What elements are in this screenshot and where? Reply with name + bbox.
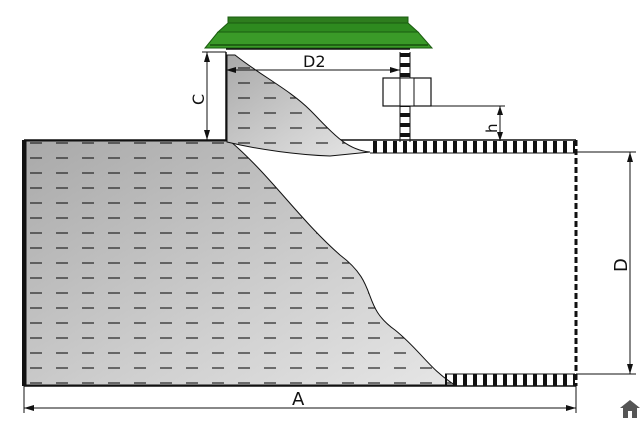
dim-d-arrow-top (627, 152, 633, 162)
roof-body (216, 22, 420, 33)
dimension-c: C (189, 51, 226, 141)
dim-a-arrow-left (24, 405, 34, 411)
dim-h-arrow-top (497, 106, 503, 115)
dim-d2-arrow-left (226, 67, 236, 73)
dim-c-arrow-top (204, 52, 210, 62)
dim-a-label: A (292, 389, 305, 410)
main-pipe (22, 139, 578, 387)
dim-d-label: D (611, 258, 632, 272)
dim-d2-arrow-right (390, 67, 400, 73)
main-pipe-bottom-ribs (445, 374, 575, 386)
dim-d2-label: D2 (303, 52, 326, 71)
branch-fill-dashes (227, 55, 370, 156)
dim-h-arrow-bottom (497, 132, 503, 141)
dimension-d: D (576, 151, 636, 375)
side-nozzle-collar (399, 77, 415, 107)
dimension-d2: D2 (226, 52, 400, 73)
dim-c-arrow-bottom (204, 130, 210, 140)
main-pipe-left-end (22, 140, 26, 386)
dim-h-label: h (483, 123, 501, 133)
main-pipe-fill-dashes (26, 141, 455, 385)
roof-top-strip (227, 16, 409, 24)
dim-c-label: C (189, 94, 208, 105)
dim-a-arrow-right (566, 405, 576, 411)
dimension-h: h (431, 105, 505, 141)
dim-d-arrow-bottom (627, 364, 633, 374)
roof-cap (203, 16, 434, 50)
house-logo-icon (620, 400, 640, 418)
main-pipe-top-ribs (370, 141, 575, 153)
dimension-a: A (23, 386, 577, 413)
branch-pipe (225, 52, 432, 157)
